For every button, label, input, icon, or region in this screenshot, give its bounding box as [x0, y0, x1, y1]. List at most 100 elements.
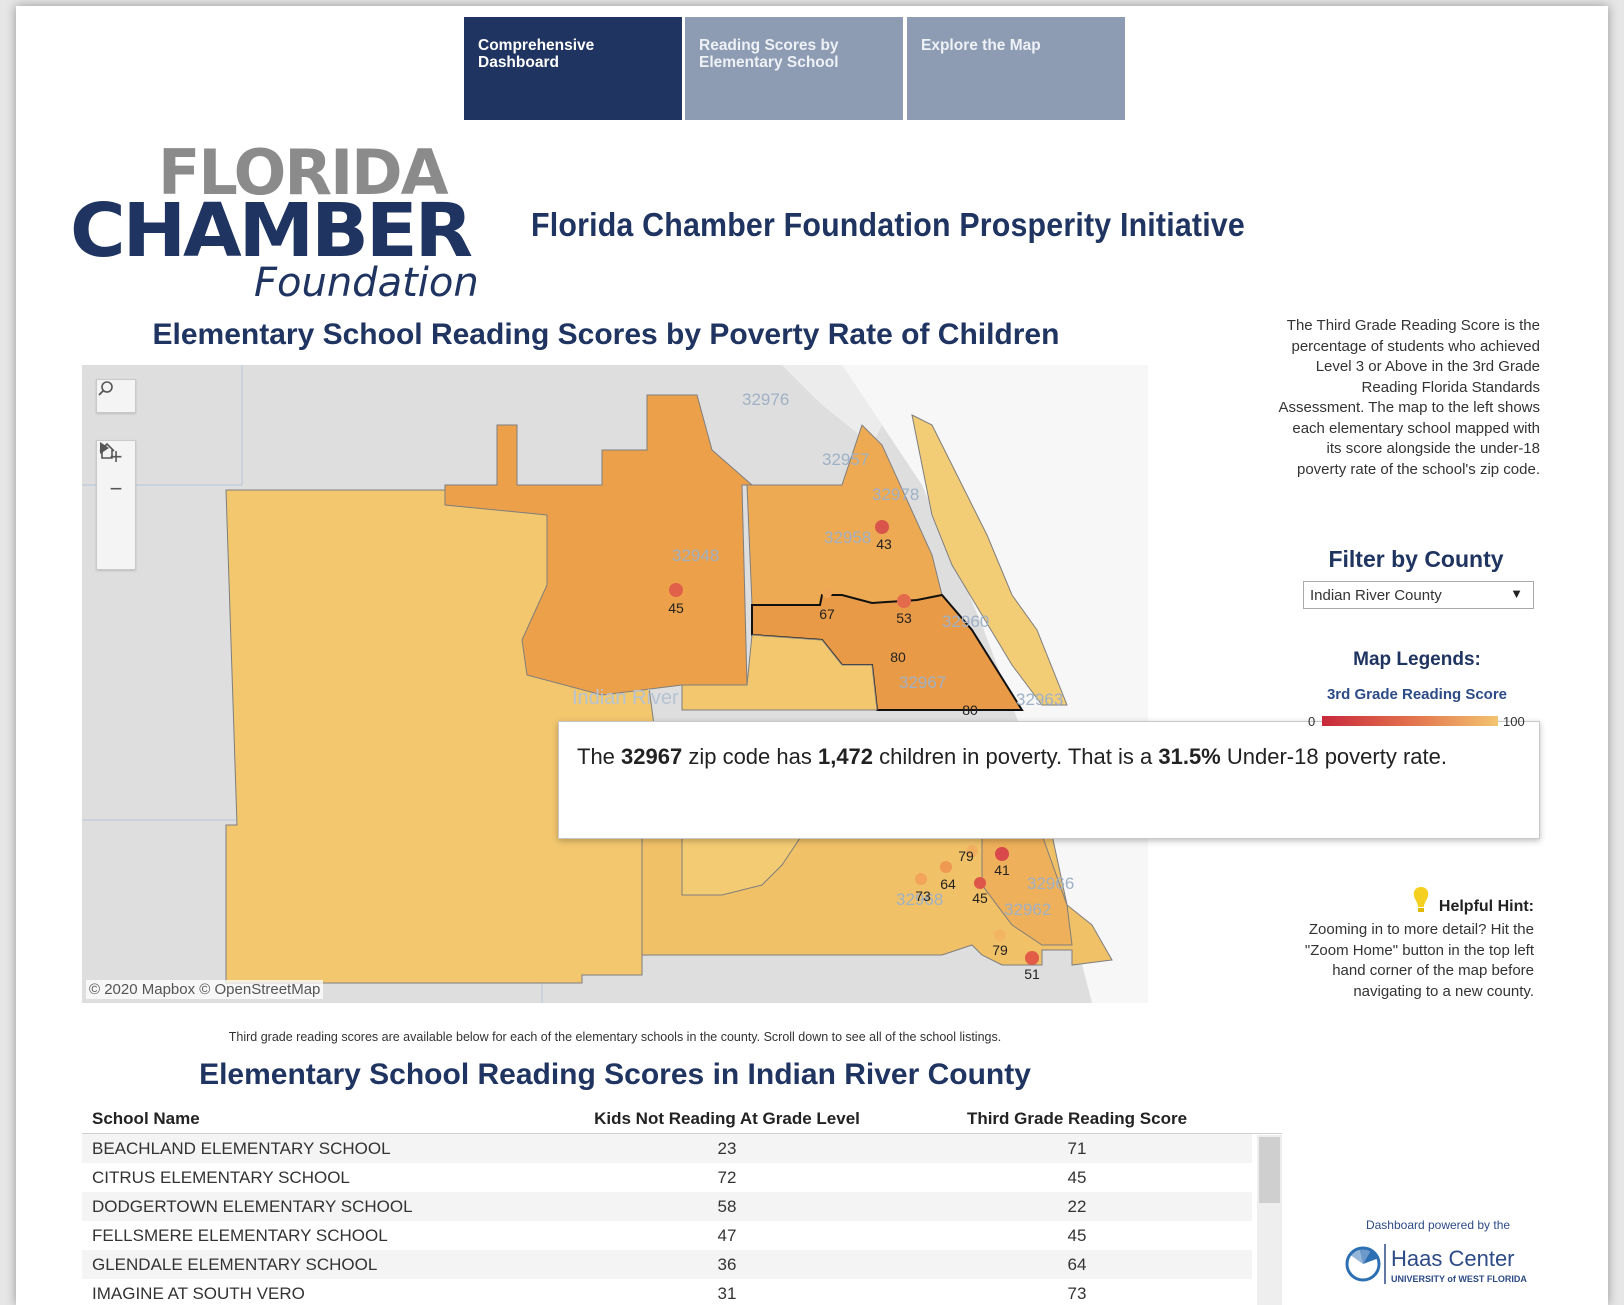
zip-label: 32976 — [742, 390, 789, 409]
cell-school-name: IMAGINE AT SOUTH VERO — [92, 1283, 305, 1303]
map-search-control[interactable] — [96, 379, 136, 413]
chevron-down-icon[interactable]: ▼ — [1510, 586, 1523, 601]
helpful-hint: Helpful Hint: Zooming in to more detail?… — [1274, 886, 1534, 1002]
school-marker[interactable] — [966, 845, 978, 857]
county-dropdown-value: Indian River County — [1310, 587, 1442, 604]
table-row[interactable]: FELLSMERE ELEMENTARY SCHOOL 47 45 — [82, 1221, 1252, 1250]
zip-label: 32963 — [1016, 690, 1063, 709]
tooltip-children: 1,472 — [817, 744, 874, 769]
school-score-label: 73 — [915, 888, 931, 904]
filter-title: Filter by County — [1328, 546, 1504, 572]
cell-not-reading: 23 — [717, 1138, 737, 1158]
zip-label: 32968 — [896, 890, 943, 909]
zip-label: 32958 — [824, 528, 871, 547]
school-score-label: 80 — [890, 649, 906, 665]
legend-subtitle: 3rd Grade Reading Score — [1326, 686, 1508, 703]
table-note: Third grade reading scores are available… — [228, 1030, 1002, 1044]
school-marker[interactable] — [974, 877, 986, 889]
map-zoom-controls[interactable]: + − — [96, 440, 136, 570]
tooltip-rate: 31.5% — [1158, 744, 1221, 769]
map-water — [842, 365, 1148, 1003]
tab-comprehensive-dashboard[interactable]: Comprehensive Dashboard — [464, 17, 682, 120]
map-canvas[interactable]: 32976 32957 32978 32958 32948 32967 3296… — [82, 365, 1148, 1003]
legend-min: 0 — [1308, 714, 1316, 729]
cell-reading-score: 45 — [1067, 1167, 1087, 1187]
cell-school-name: CITRUS ELEMENTARY SCHOOL — [92, 1167, 350, 1187]
school-marker[interactable] — [875, 520, 889, 534]
search-icon[interactable] — [97, 380, 135, 412]
home-icon[interactable] — [97, 442, 135, 537]
school-marker[interactable] — [1025, 951, 1039, 965]
cell-reading-score: 45 — [1067, 1225, 1087, 1245]
cell-reading-score: 22 — [1067, 1196, 1087, 1216]
table-row[interactable]: BEACHLAND ELEMENTARY SCHOOL 23 71 — [82, 1134, 1252, 1163]
header-school-name[interactable]: School Name — [92, 1108, 200, 1128]
logo-line-foundation: Foundation — [254, 260, 479, 304]
zip-label: 32960 — [942, 612, 989, 631]
school-marker[interactable] — [995, 847, 1009, 861]
tab-explore-map[interactable]: Explore the Map — [907, 17, 1125, 120]
table-body: BEACHLAND ELEMENTARY SCHOOL 23 71 CITRUS… — [82, 1134, 1282, 1305]
logo-line-chamber: CHAMBER — [70, 188, 472, 274]
score-description: The Third Grade Reading Score is the per… — [1278, 317, 1540, 478]
table-header: School Name Kids Not Reading At Grade Le… — [82, 1104, 1282, 1134]
table-row[interactable]: GLENDALE ELEMENTARY SCHOOL 36 64 — [82, 1250, 1252, 1279]
header-not-reading[interactable]: Kids Not Reading At Grade Level — [594, 1108, 860, 1128]
page-title: Florida Chamber Foundation Prosperity In… — [531, 206, 1245, 243]
haas-center-logo: Haas Center UNIVERSITY of WEST FLORIDA — [1345, 1244, 1527, 1284]
dashboard-page: Comprehensive Dashboard Reading Scores b… — [16, 6, 1608, 1305]
table-row[interactable]: DODGERTOWN ELEMENTARY SCHOOL 58 22 — [82, 1192, 1252, 1221]
cell-reading-score: 73 — [1067, 1283, 1087, 1303]
school-marker[interactable] — [915, 873, 927, 885]
zip-label: 32962 — [1004, 900, 1051, 919]
school-marker[interactable] — [669, 583, 683, 597]
zip-label: 32967 — [899, 673, 946, 692]
legend-color-bar — [1322, 716, 1498, 726]
zip-label: 32966 — [1027, 874, 1074, 893]
cell-not-reading: 47 — [717, 1225, 737, 1245]
map-attribution[interactable]: © 2020 Mapbox © OpenStreetMap — [86, 980, 324, 999]
school-score-label: 45 — [972, 890, 988, 906]
table-row[interactable]: IMAGINE AT SOUTH VERO 31 73 — [82, 1279, 1252, 1305]
legend-title: Map Legends: — [1353, 649, 1481, 670]
school-score-table: School Name Kids Not Reading At Grade Le… — [82, 1104, 1282, 1305]
school-score-label: 80 — [962, 702, 978, 718]
cell-reading-score: 71 — [1067, 1138, 1087, 1158]
lightbulb-icon — [1414, 887, 1429, 912]
school-marker[interactable] — [822, 588, 832, 598]
table-title: Elementary School Reading Scores in Indi… — [199, 1058, 1031, 1091]
school-score-label: 67 — [819, 606, 835, 622]
logo-line-florida: FLORIDA — [158, 136, 449, 209]
school-score-label: 79 — [992, 942, 1008, 958]
zip-region-32960[interactable] — [681, 634, 878, 711]
cell-school-name: GLENDALE ELEMENTARY SCHOOL — [92, 1254, 378, 1274]
school-marker[interactable] — [897, 594, 911, 608]
cell-not-reading: 72 — [717, 1167, 737, 1187]
zip-region-32968[interactable] — [981, 834, 1073, 946]
school-marker[interactable] — [994, 929, 1006, 941]
zip-region-32948[interactable] — [444, 394, 754, 696]
cell-school-name: DODGERTOWN ELEMENTARY SCHOOL — [92, 1196, 413, 1216]
map-title: Elementary School Reading Scores by Pove… — [152, 318, 1060, 351]
play-icon[interactable] — [97, 442, 135, 569]
cell-school-name: FELLSMERE ELEMENTARY SCHOOL — [92, 1225, 388, 1245]
school-score-label: 41 — [994, 862, 1010, 878]
cell-reading-score: 64 — [1067, 1254, 1087, 1274]
zip-label: 32978 — [872, 485, 919, 504]
cell-school-name: BEACHLAND ELEMENTARY SCHOOL — [92, 1138, 391, 1158]
table-scrollbar-thumb[interactable] — [1259, 1137, 1280, 1203]
zoom-out-icon[interactable]: − — [109, 476, 123, 501]
school-marker[interactable] — [940, 861, 952, 873]
cell-not-reading: 58 — [717, 1196, 737, 1216]
zip-region-32963[interactable] — [911, 414, 1068, 706]
table-scrollbar[interactable] — [1257, 1135, 1282, 1305]
school-score-label: 51 — [1024, 966, 1040, 982]
poverty-map[interactable]: 32976 32957 32978 32958 32948 32967 3296… — [82, 365, 1148, 1003]
school-score-label: 45 — [668, 600, 684, 616]
legend-max: 100 — [1503, 714, 1525, 729]
table-row[interactable]: CITRUS ELEMENTARY SCHOOL 72 45 — [82, 1163, 1252, 1192]
county-dropdown[interactable]: Indian River County ▼ — [1303, 581, 1534, 609]
header-reading-score[interactable]: Third Grade Reading Score — [966, 1108, 1188, 1128]
cell-not-reading: 31 — [717, 1283, 737, 1303]
tab-reading-scores[interactable]: Reading Scores by Elementary School — [685, 17, 903, 120]
